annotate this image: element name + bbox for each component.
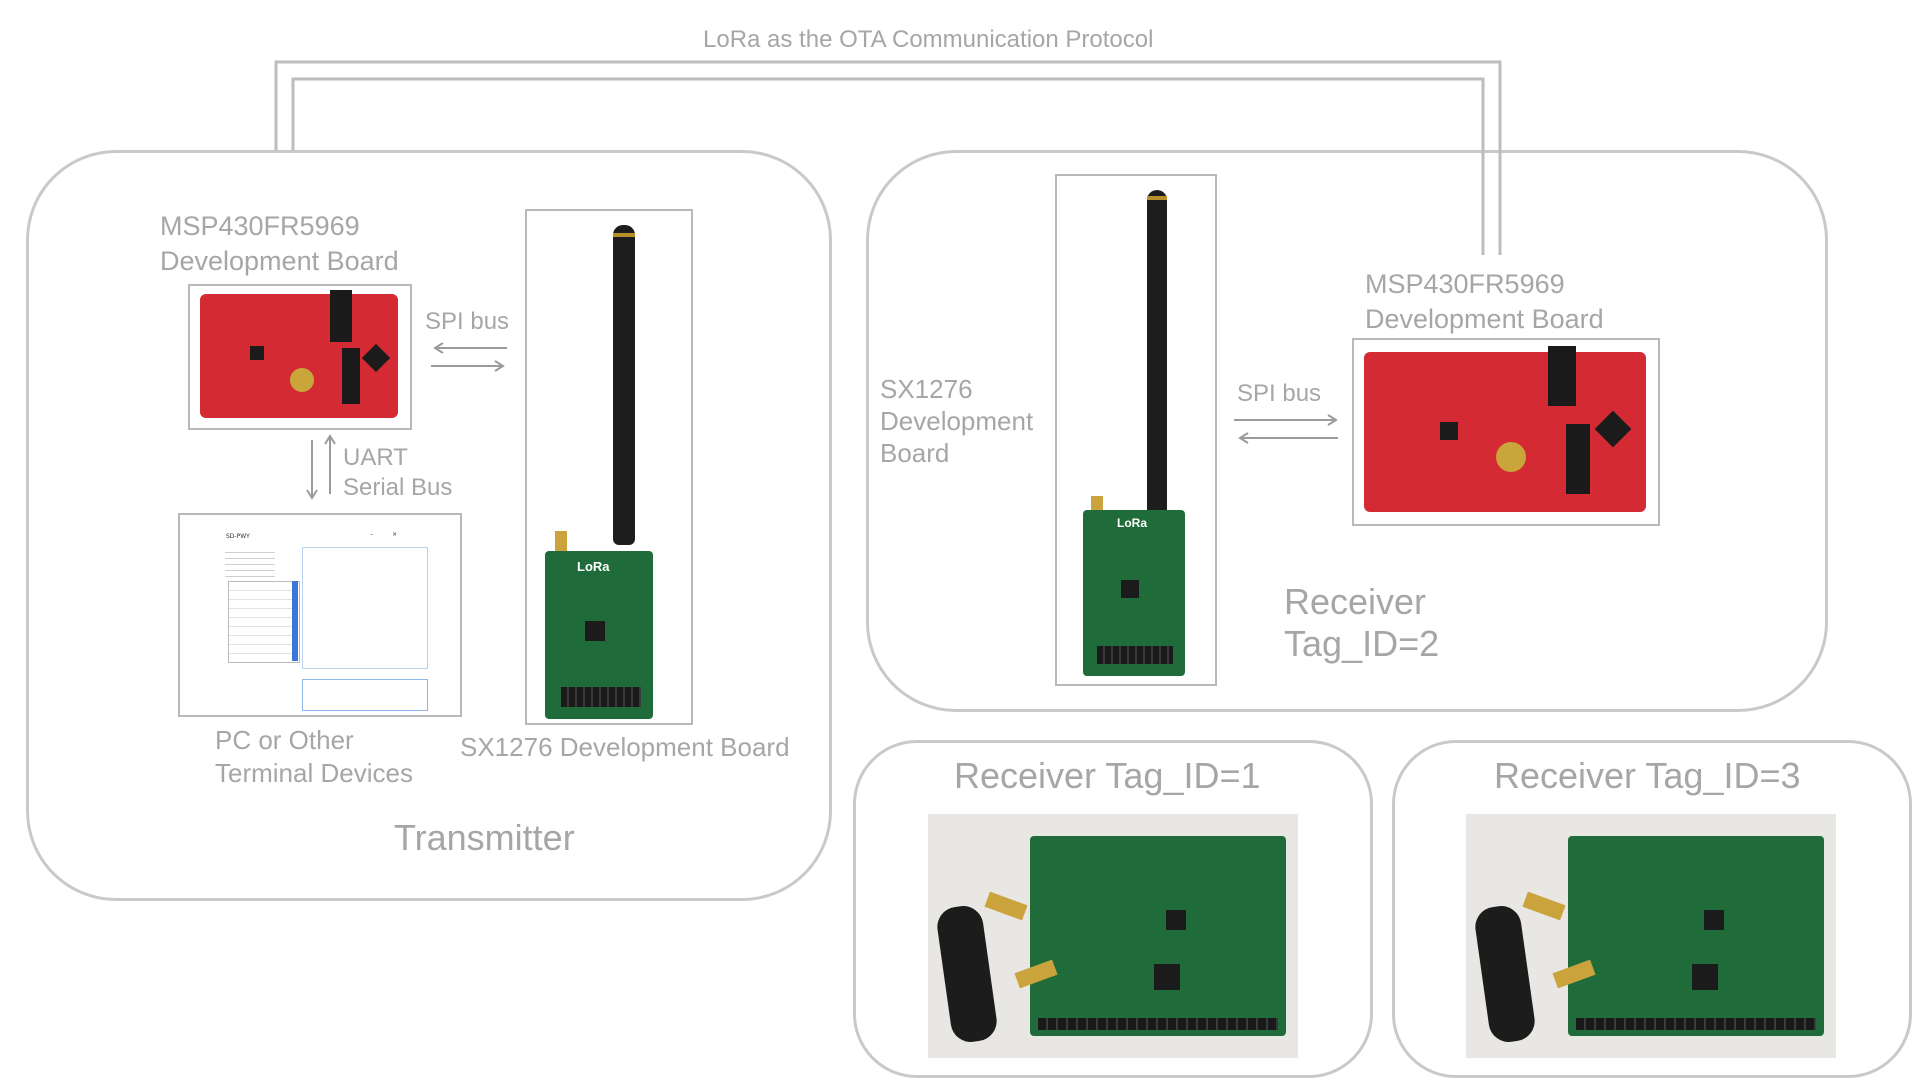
receiver3-title: Receiver Tag_ID=3 bbox=[1494, 755, 1801, 796]
transmitter-spi-arrows bbox=[431, 342, 507, 372]
uart-arrows bbox=[306, 434, 336, 500]
lora-chip-text: LoRa bbox=[1117, 516, 1147, 530]
receiver-header bbox=[1576, 1018, 1816, 1030]
transmitter-mcu-label-line1: MSP430FR5969 bbox=[160, 211, 360, 241]
transmitter-radio-board-image: LoRa bbox=[525, 209, 693, 725]
pc-window-input-box bbox=[302, 679, 428, 711]
sma-connector bbox=[1522, 891, 1566, 921]
receiver2-title-line2: Tag_ID=2 bbox=[1284, 623, 1440, 664]
mcu-chip bbox=[250, 346, 264, 360]
pc-window-scrollbar bbox=[292, 581, 298, 661]
ota-link-lines-over bbox=[1481, 140, 1502, 255]
receiver-chip bbox=[1704, 910, 1724, 930]
transmitter-radio-label: SX1276 Development Board bbox=[460, 732, 790, 762]
receiver2-panel bbox=[866, 150, 1828, 712]
antenna bbox=[613, 225, 635, 545]
receiver2-radio-label-line3: Board bbox=[880, 438, 950, 468]
receiver-pcb bbox=[1568, 836, 1824, 1036]
antenna-band bbox=[613, 233, 635, 237]
mcu-battery bbox=[1496, 442, 1526, 472]
receiver-header bbox=[1038, 1018, 1278, 1030]
antenna-band bbox=[1147, 196, 1167, 200]
sma-connector bbox=[984, 891, 1028, 921]
receiver2-mcu-label-line1: MSP430FR5969 bbox=[1365, 269, 1565, 299]
pc-window-image: SD-PWY – × bbox=[178, 513, 462, 717]
antenna bbox=[934, 903, 1000, 1045]
receiver2-radio-label-line1: SX1276 bbox=[880, 374, 973, 404]
receiver2-spi-label: SPI bus bbox=[1237, 380, 1322, 407]
receiver-chip bbox=[1692, 964, 1718, 990]
receiver1-board-image bbox=[928, 814, 1298, 1058]
radio-header bbox=[561, 687, 641, 707]
pc-label-line1: PC or Other bbox=[215, 725, 354, 755]
antenna bbox=[1147, 190, 1167, 520]
receiver2-mcu-label-line2: Development Board bbox=[1365, 304, 1604, 334]
transmitter-mcu-label-line2: Development Board bbox=[160, 246, 399, 276]
lora-chip-text: LoRa bbox=[577, 559, 610, 574]
mcu-chip bbox=[1440, 422, 1458, 440]
pc-label-line2: Terminal Devices bbox=[215, 758, 413, 788]
receiver2-title-line1: Receiver bbox=[1284, 581, 1427, 622]
uart-label-line1: UART bbox=[343, 444, 408, 471]
ota-protocol-label: LoRa as the OTA Communication Protocol bbox=[697, 26, 1160, 55]
transmitter-spi-label: SPI bus bbox=[425, 308, 510, 335]
mcu-header bbox=[1548, 346, 1576, 406]
radio-chip bbox=[585, 621, 605, 641]
receiver2-mcu-board-image bbox=[1352, 338, 1660, 526]
mcu-header bbox=[1566, 424, 1590, 494]
receiver3-board-image bbox=[1466, 814, 1836, 1058]
pc-window-output-box bbox=[302, 547, 428, 669]
mcu-battery bbox=[290, 368, 314, 392]
receiver-pcb bbox=[1030, 836, 1286, 1036]
receiver2-radio-board-image: LoRa bbox=[1055, 174, 1217, 686]
pc-window-listbox bbox=[228, 581, 300, 663]
receiver2-spi-arrows bbox=[1234, 414, 1338, 444]
receiver-chip bbox=[1154, 964, 1180, 990]
mcu-header bbox=[330, 290, 352, 342]
receiver2-radio-label-line2: Development bbox=[880, 406, 1034, 436]
antenna bbox=[1472, 903, 1538, 1045]
uart-label-line2: Serial Bus bbox=[343, 474, 453, 501]
pc-window-text-lines bbox=[225, 547, 275, 577]
transmitter-mcu-board-image bbox=[188, 284, 412, 430]
radio-header bbox=[1097, 646, 1173, 664]
pc-window-controls: – × bbox=[370, 531, 398, 538]
radio-chip bbox=[1121, 580, 1139, 598]
mcu-header bbox=[342, 348, 360, 404]
receiver1-title: Receiver Tag_ID=1 bbox=[954, 755, 1261, 796]
transmitter-title: Transmitter bbox=[394, 817, 575, 858]
receiver-chip bbox=[1166, 910, 1186, 930]
pc-window-title: SD-PWY bbox=[226, 533, 250, 540]
